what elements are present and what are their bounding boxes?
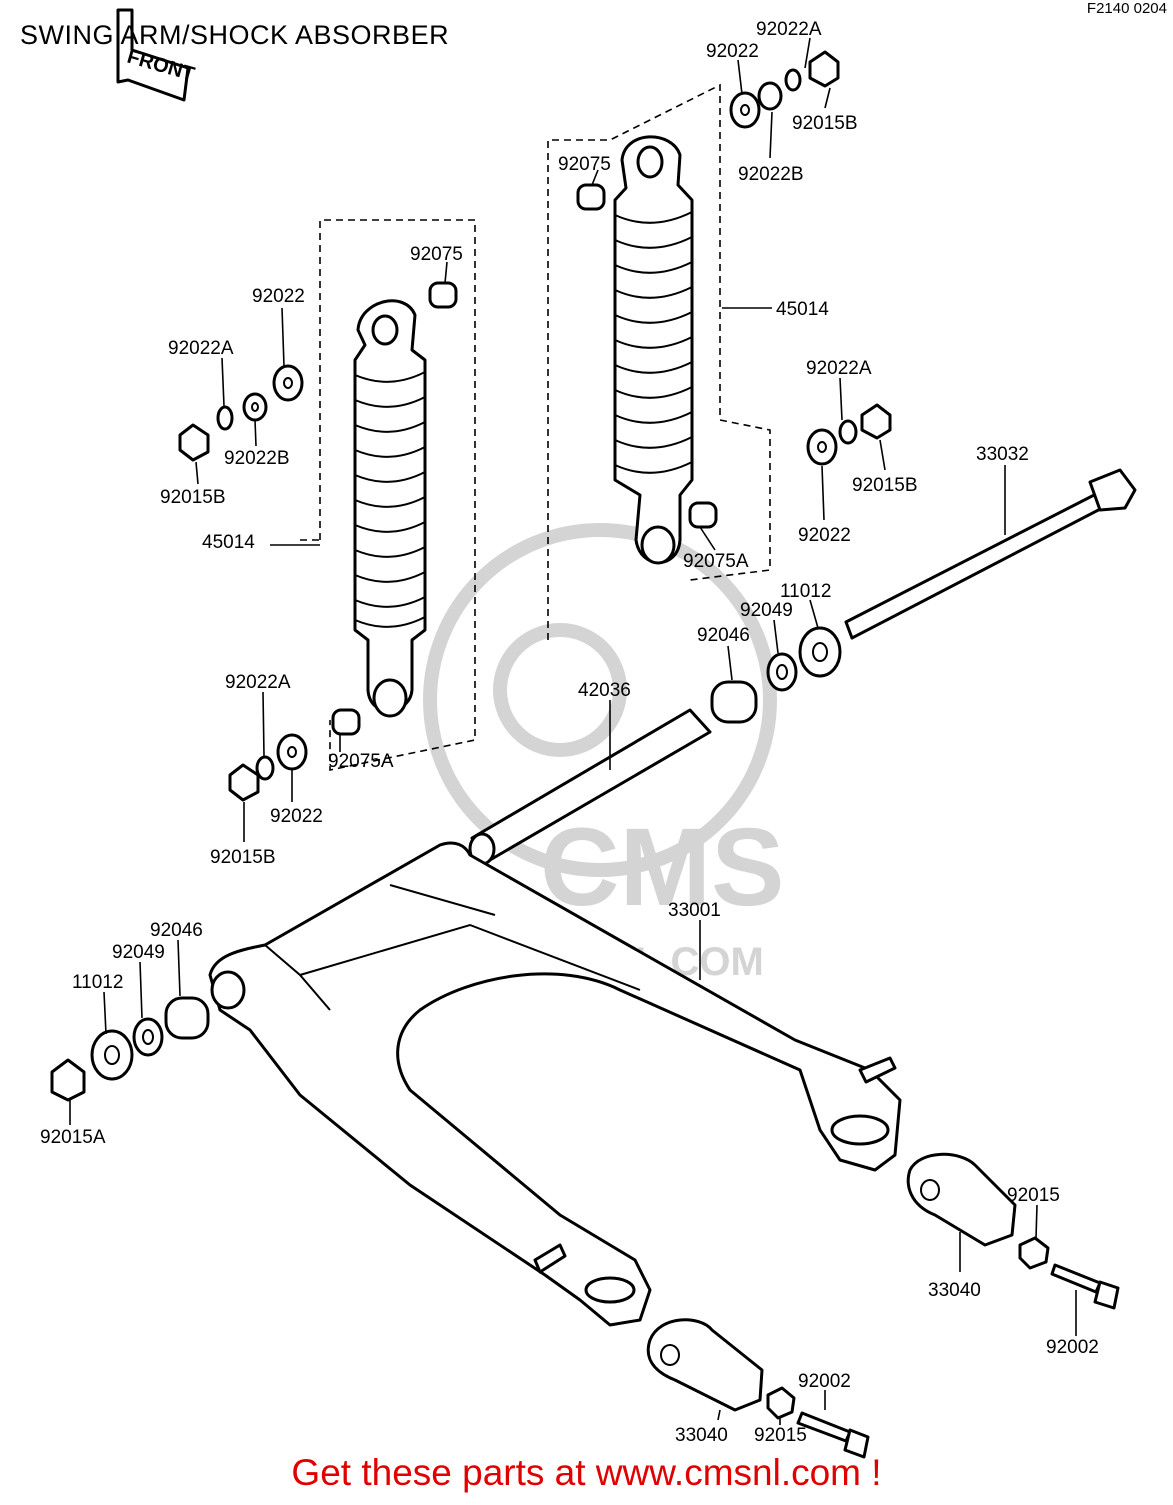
hardware-parts: [50, 50, 892, 1102]
part-label: 92046: [697, 625, 750, 646]
part-label: 92022A: [168, 338, 234, 359]
left-shock-absorber: [353, 299, 427, 718]
part-label: 92022B: [224, 448, 290, 469]
diagram-reference-code: F2140 0204: [1086, 0, 1167, 17]
watermark-brand: CMS: [540, 806, 784, 929]
part-label: 92022: [798, 525, 851, 546]
part-label: 92049: [112, 942, 165, 963]
part-label: 92022: [270, 806, 323, 827]
part-label: 92002: [798, 1371, 851, 1392]
part-label: 11012: [72, 972, 123, 993]
part-label: 33001: [668, 900, 721, 921]
part-label: 92015B: [160, 487, 226, 508]
pivot-sleeve: [468, 708, 712, 866]
page-title: SWING ARM/SHOCK ABSORBER: [20, 20, 450, 50]
part-label: 92015: [754, 1425, 807, 1446]
part-label: 92015B: [852, 475, 918, 496]
part-label: 45014: [776, 299, 829, 320]
part-label: 92046: [150, 920, 203, 941]
part-label: 92015: [1007, 1185, 1060, 1206]
part-label: 92049: [740, 600, 793, 621]
pivot-shaft: [844, 468, 1137, 640]
part-label: 92015A: [40, 1127, 106, 1148]
part-label: 92022: [706, 41, 759, 62]
part-label: 11012: [780, 581, 831, 602]
part-label: 33032: [976, 444, 1029, 465]
part-label: 92075: [558, 154, 611, 175]
right-shock-box: [547, 83, 771, 640]
part-label: 92015B: [210, 847, 276, 868]
part-label: 92075A: [683, 551, 749, 572]
shop-link-banner[interactable]: Get these parts at www.cmsnl.com !: [291, 1452, 882, 1493]
leader-lines: [69, 37, 1077, 1425]
part-label: 92002: [1046, 1337, 1099, 1358]
part-label: 92075: [410, 244, 463, 265]
swing-arm: [208, 841, 902, 1327]
part-label: 33040: [928, 1280, 981, 1301]
part-labels: 92022A 92022 92015B 92022B 92075 45014 9…: [40, 19, 1099, 1446]
part-label: 92075A: [328, 751, 394, 772]
part-label: 92015B: [792, 113, 858, 134]
part-label: 42036: [578, 680, 631, 701]
part-label: 92022B: [738, 164, 804, 185]
part-label: 45014: [202, 532, 255, 553]
left-shock-box: [300, 219, 476, 771]
part-label: 33040: [675, 1425, 728, 1446]
part-label: 92022A: [225, 672, 291, 693]
chain-adjusters: [646, 1152, 1120, 1459]
part-label: 92022: [252, 286, 305, 307]
part-label: 92022A: [756, 19, 822, 40]
right-shock-absorber: [613, 135, 694, 565]
part-label: 92022A: [806, 358, 872, 379]
